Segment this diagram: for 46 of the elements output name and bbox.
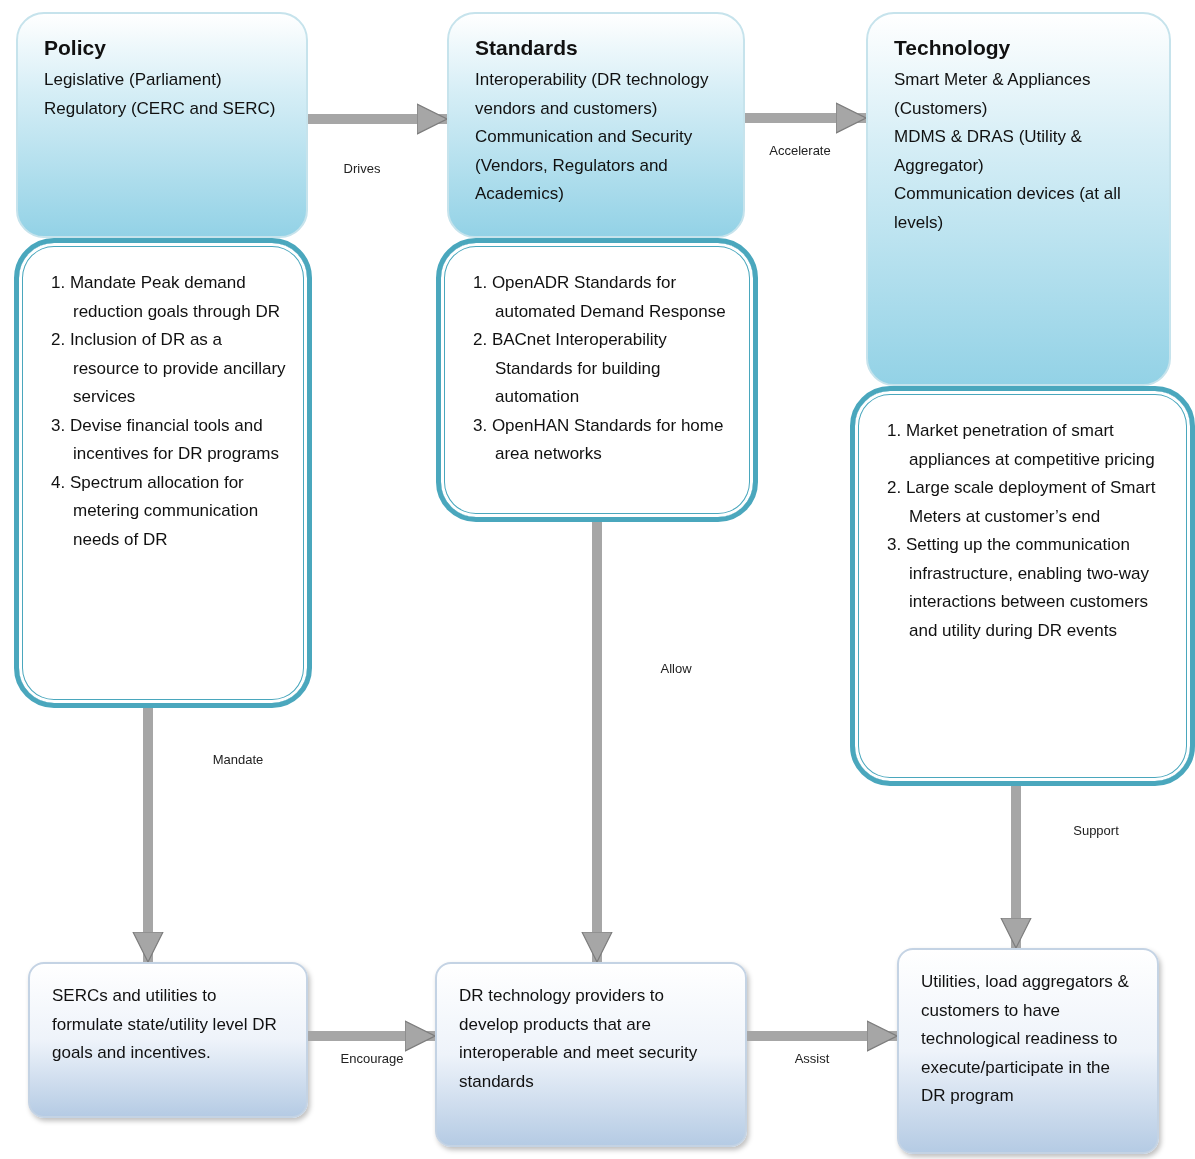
list-box <box>436 238 758 522</box>
outcome-box <box>897 948 1159 1154</box>
list-item: 1. OpenADR Standards for automated Demand Response <box>473 272 727 323</box>
arrow <box>747 1020 898 1052</box>
list-box <box>850 386 1195 786</box>
list-item: 3. OpenHAN Standards for home area networks <box>473 414 725 465</box>
arrow <box>1000 786 1032 949</box>
body-text: Utilities, load aggregators & customers to have technological readiness to execute/participate in the DR program <box>921 971 1130 1107</box>
list-item: 4. Spectrum allocation for metering communication needs of DR <box>51 471 260 551</box>
list-item: 3. Setting up the communication infrastructure, enabling two-way interactions between customers and utility during DR events <box>887 534 1150 642</box>
edge-label: Encourage <box>340 1050 404 1066</box>
edge-label: Support <box>1073 822 1119 838</box>
list-box <box>14 238 312 708</box>
edge-label: Allow <box>660 660 692 676</box>
edge-label: Drives <box>343 160 381 176</box>
body-text: Communication and Security (Vendors, Regulators and Academics) <box>475 126 694 205</box>
body-text: Regulatory (CERC and SERC) <box>44 97 277 120</box>
heading: Standards <box>475 36 579 60</box>
outcome-box <box>435 962 747 1147</box>
arrow <box>308 1020 436 1052</box>
list-item: 2. Inclusion of DR as a resource to provide ancillary services <box>51 329 287 408</box>
arrow <box>745 102 867 134</box>
body-text: SERCs and utilities to formulate state/utility level DR goals and incentives. <box>52 985 278 1064</box>
body-text: DR technology providers to develop products that are interoperable and meet security standards <box>459 985 699 1093</box>
arrow <box>581 522 613 963</box>
body-text: MDMS & DRAS (Utility & Aggregator) <box>894 126 1083 177</box>
body-text: Interoperability (DR technology vendors and customers) <box>475 69 710 120</box>
list-item: 3. Devise financial tools and incentives for DR programs <box>51 414 280 465</box>
body-text: Smart Meter & Appliances (Customers) <box>894 69 1092 120</box>
body-text: Legislative (Parliament) <box>44 69 223 91</box>
heading: Technology <box>894 36 1012 60</box>
edge-label: Assist <box>794 1050 830 1066</box>
arrow <box>308 103 448 135</box>
outcome-box <box>28 962 308 1118</box>
edge-label: Mandate <box>212 751 264 767</box>
category-box <box>866 12 1171 386</box>
arrow <box>132 708 164 963</box>
heading: Policy <box>44 36 107 60</box>
category-box <box>16 12 308 238</box>
list-item: 2. BACnet Interoperability Standards for building automation <box>473 329 668 408</box>
category-box <box>447 12 745 238</box>
body-text: Communication devices (at all levels) <box>894 183 1122 234</box>
list-item: 1. Mandate Peak demand reduction goals through DR <box>51 272 281 323</box>
list-item: 2. Large scale deployment of Smart Meters at customer’s end <box>887 477 1157 528</box>
list-item: 1. Market penetration of smart appliances at competitive pricing <box>887 420 1156 471</box>
edge-label: Accelerate <box>769 142 831 158</box>
